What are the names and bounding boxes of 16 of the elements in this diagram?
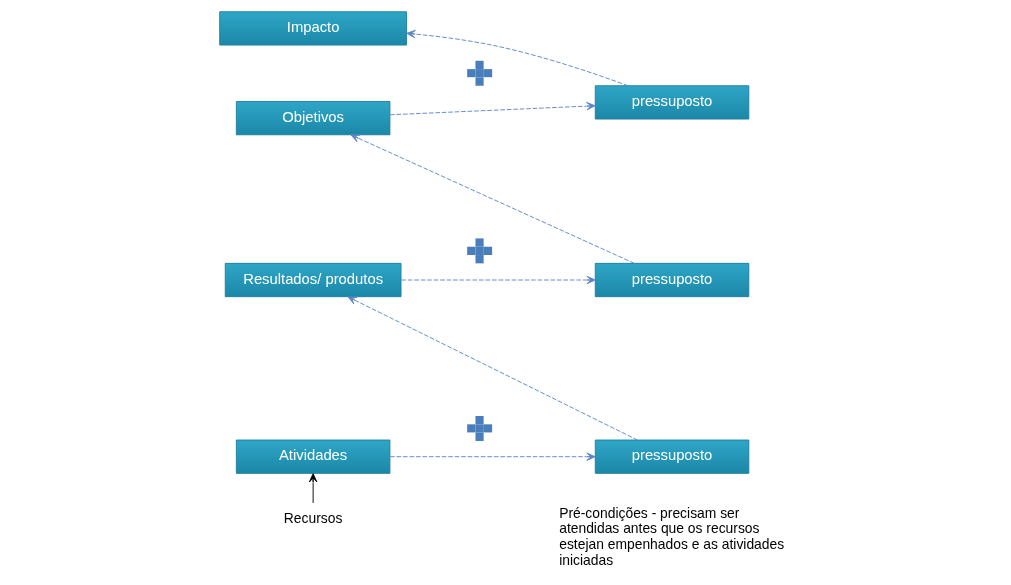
node-box: pressuposto xyxy=(594,262,749,298)
arrow xyxy=(389,452,596,461)
label: Pré-condições - precisam ser atendidas antes que os recursos estejan empenhados e as atividades iniciadas xyxy=(558,504,784,568)
node-box: Atividades xyxy=(235,439,390,474)
arrow xyxy=(400,275,596,285)
node-box: Impacto xyxy=(218,11,407,46)
node-box: pressuposto xyxy=(594,439,749,474)
arrow xyxy=(349,134,635,264)
arrow xyxy=(347,296,638,441)
node-box: Resultados/ produtos xyxy=(224,262,401,298)
arrow xyxy=(389,101,596,116)
arrow xyxy=(308,473,317,504)
node-box: Objetivos xyxy=(235,101,390,136)
node-box: pressuposto xyxy=(594,85,749,120)
arrow xyxy=(405,29,628,87)
node-text: Recursos xyxy=(283,509,342,526)
